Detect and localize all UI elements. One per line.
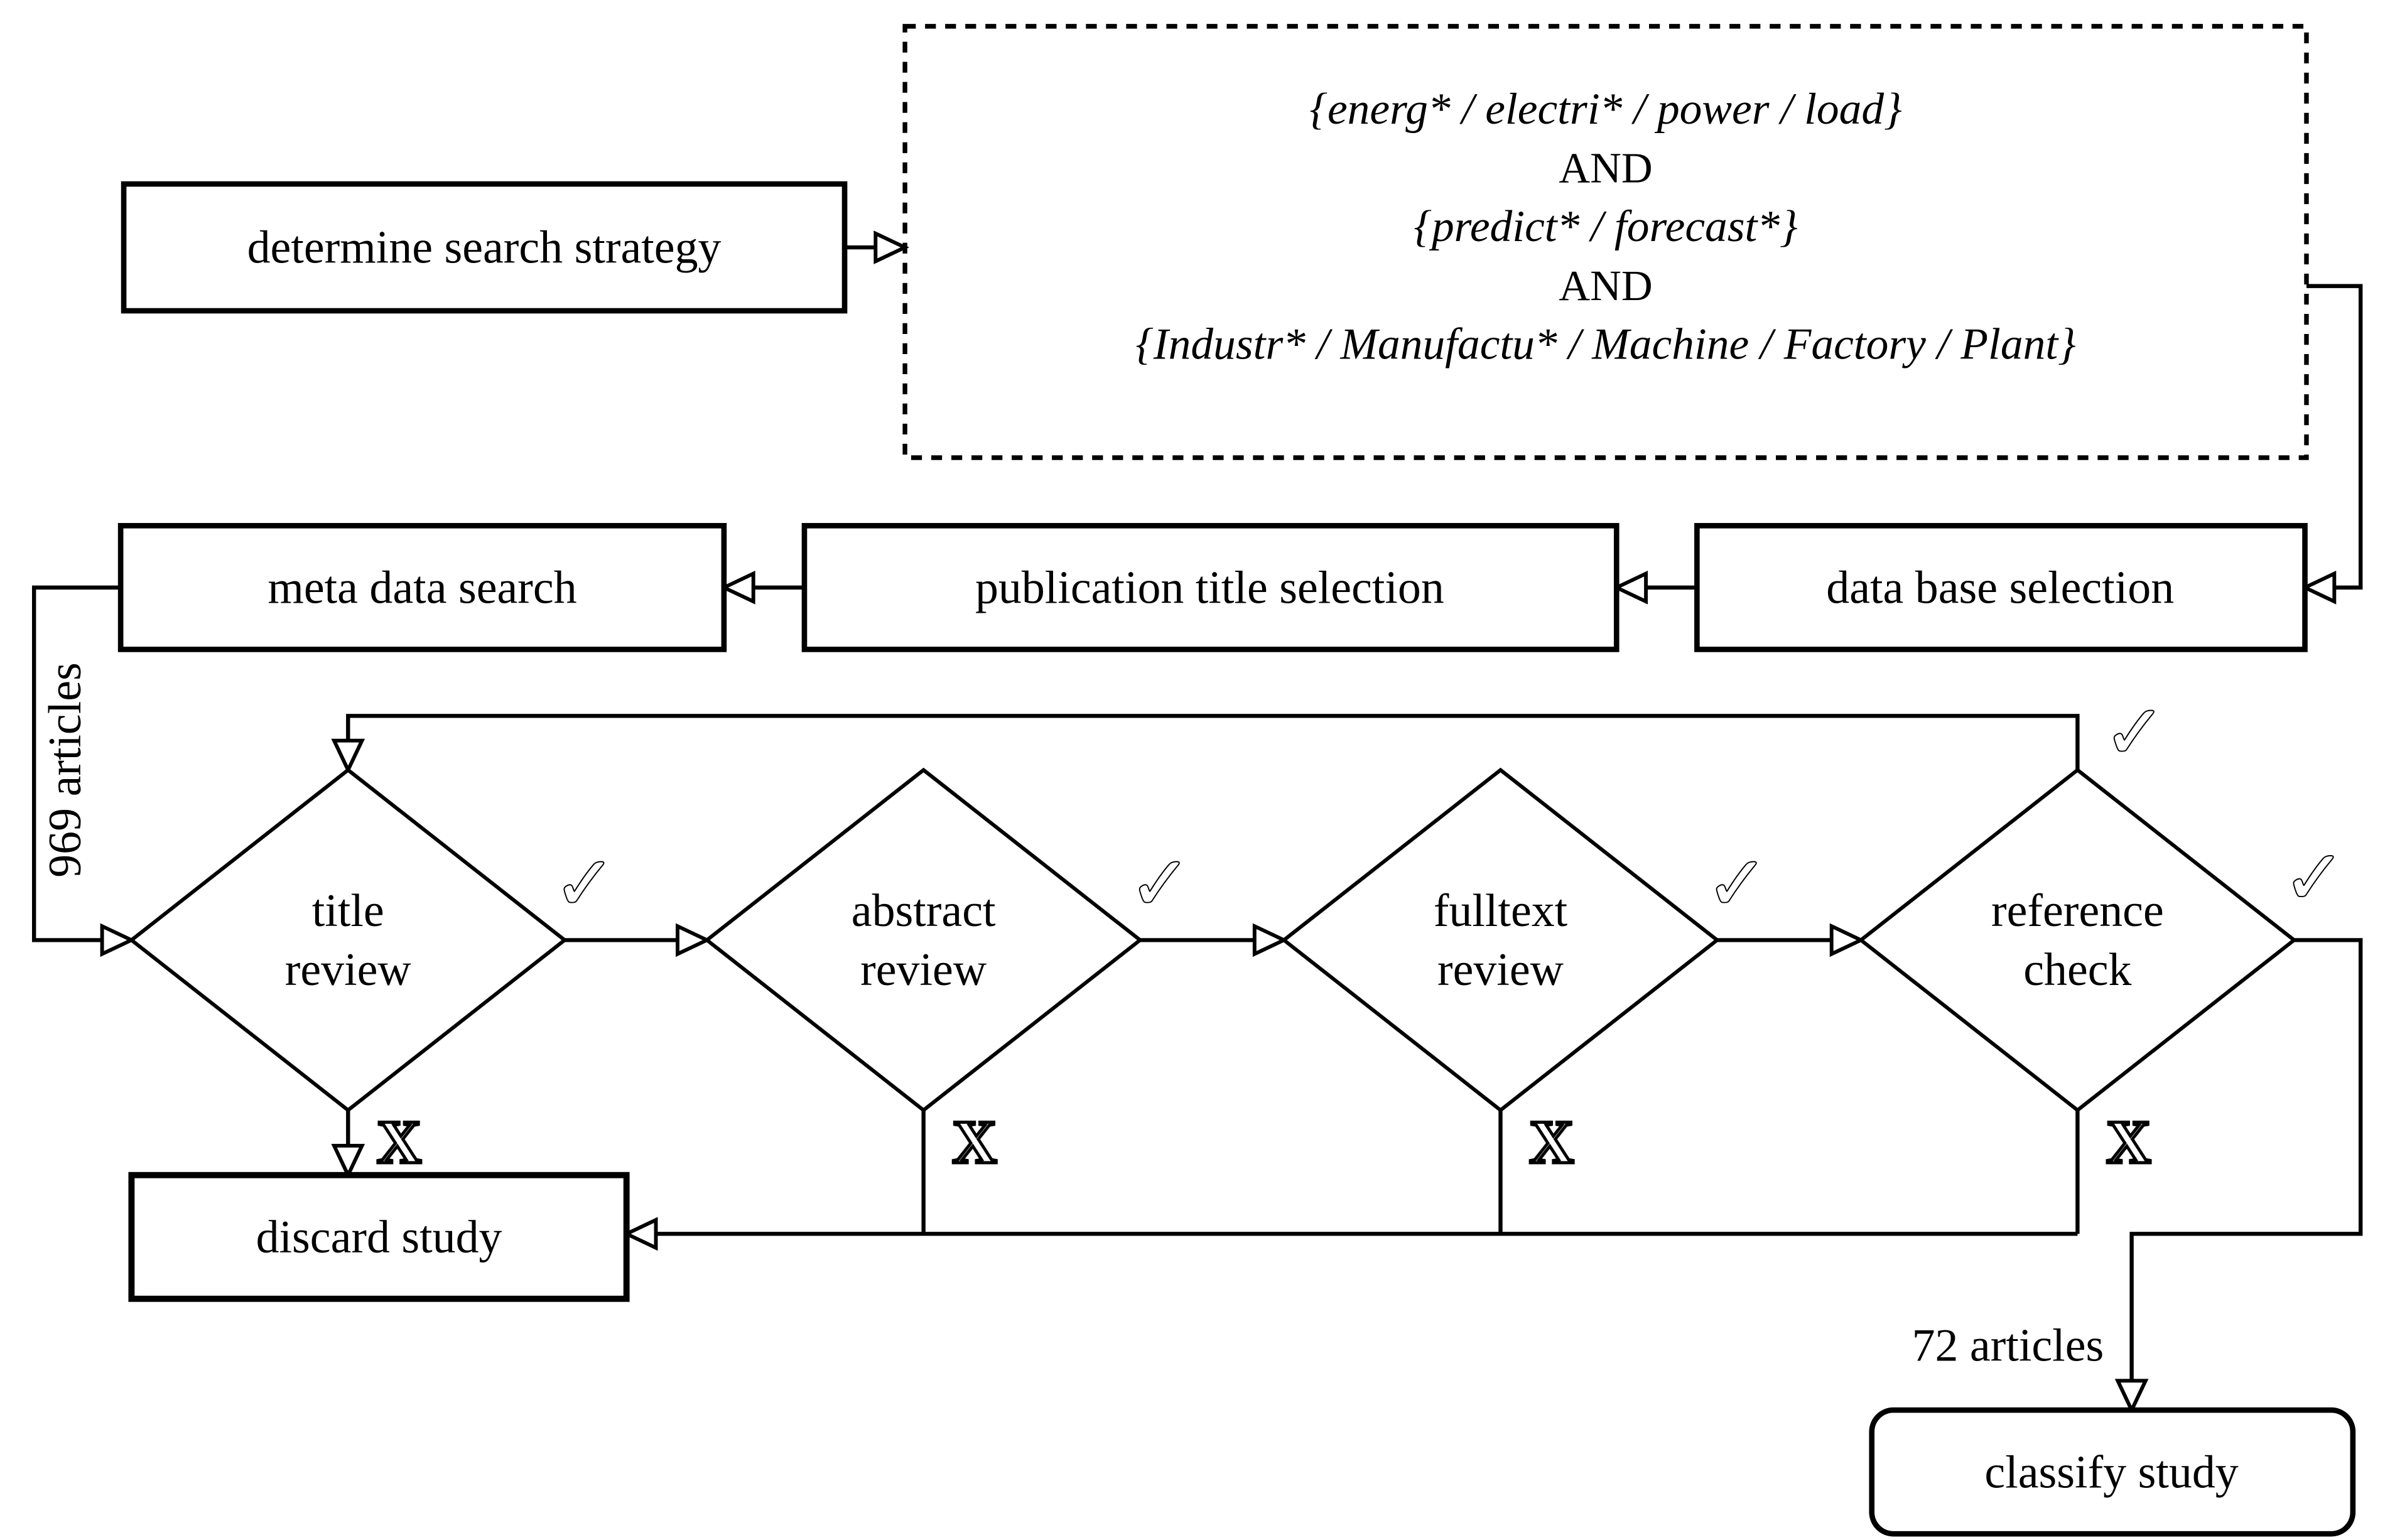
title-review-label-2: review <box>285 944 412 995</box>
check-icon-fulltext-review: ✓ <box>1706 840 1768 927</box>
arrowhead-left-discard <box>622 1217 658 1251</box>
fulltext-review-diamond <box>1280 767 1721 1113</box>
data-base-selection-label: data base selection <box>1826 562 2174 613</box>
determine-search-strategy-label: determine search strategy <box>247 222 722 273</box>
meta-data-search-label: meta data search <box>268 562 576 613</box>
fulltext-review-label-2: review <box>1437 944 1564 995</box>
check-icon-reference-loop: ✓ <box>2104 689 2166 775</box>
publication-title-selection-box <box>801 523 1619 652</box>
reference-check-diamond <box>1857 767 2298 1113</box>
arrow-meta-to-title-review <box>31 585 121 942</box>
abstract-review-label-2: review <box>860 944 987 995</box>
arrowhead-right-abstract <box>676 923 711 957</box>
loopback-reference-to-title <box>346 714 2080 770</box>
publication-title-selection-label: publication title selection <box>975 562 1444 613</box>
meta-data-search-box <box>117 523 727 652</box>
arrowhead-down-classify <box>2114 1379 2149 1415</box>
classify-study-label: classify study <box>1984 1446 2238 1497</box>
search-query-box <box>902 24 2309 460</box>
reference-check-label-1: reference <box>1991 885 2164 936</box>
fulltext-review-label-1: fulltext <box>1434 885 1568 936</box>
classify-study-box <box>1869 1407 2356 1537</box>
input-count-label: 969 articles <box>39 662 90 878</box>
abstract-review-label-1: abstract <box>852 885 996 936</box>
x-icon-title-review: X <box>377 1108 421 1177</box>
x-icon-abstract-review: X <box>952 1108 997 1177</box>
arrowhead-right-query <box>873 230 910 264</box>
data-base-selection-box <box>1694 523 2308 652</box>
abstract-review-diamond <box>704 767 1144 1113</box>
arrowhead-left-meta <box>719 571 755 605</box>
arrowhead-left-database <box>2300 571 2337 605</box>
output-count-label: 72 articles <box>1912 1319 2104 1370</box>
query-line-1: {energ* / electri* / power / load} <box>1309 84 1901 134</box>
query-line-5: {Industr* / Manufactu* / Machine / Facto… <box>1135 319 2075 369</box>
arrow-query-to-database <box>2306 284 2363 590</box>
arrowhead-right-fulltext <box>1252 923 1289 957</box>
determine-search-strategy-box <box>121 181 848 314</box>
x-icon-reference-check: X <box>2106 1108 2151 1177</box>
query-line-4: AND <box>1559 262 1652 310</box>
check-icon-abstract-review: ✓ <box>1129 840 1191 927</box>
query-line-3: {predict* / forecast*} <box>1414 202 1797 251</box>
query-line-2: AND <box>1559 144 1652 192</box>
reference-check-label-2: check <box>2023 944 2131 995</box>
check-icon-title-review: ✓ <box>554 840 616 927</box>
arrowhead-down-title-review <box>331 738 365 775</box>
title-review-label-1: title <box>312 885 384 936</box>
arrowhead-down-discard <box>331 1144 365 1180</box>
discard-study-label: discard study <box>256 1211 502 1263</box>
arrowhead-left-publication <box>1612 571 1648 605</box>
check-icon-reference-accept: ✓ <box>2283 834 2345 920</box>
discard-study-box <box>128 1171 630 1302</box>
arrow-reference-to-classify <box>2129 938 2363 1381</box>
x-icon-fulltext-review: X <box>1529 1108 1574 1177</box>
title-review-diamond <box>128 767 568 1113</box>
arrowhead-right-reference <box>1829 923 1866 957</box>
arrowhead-right-title-review <box>100 923 136 957</box>
